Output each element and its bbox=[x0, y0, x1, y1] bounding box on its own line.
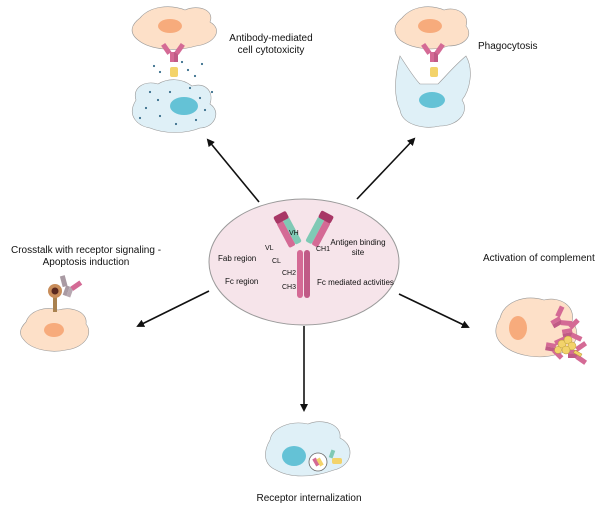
crosstalk-label-line2: Apoptosis induction bbox=[42, 257, 130, 268]
arrow-to-phagocytosis bbox=[356, 137, 416, 200]
domain-ch1-label: CH1 bbox=[316, 246, 331, 253]
phagocytosis-illustration bbox=[394, 6, 471, 128]
domain-ch3-label: CH3 bbox=[282, 284, 297, 291]
central-antibody bbox=[273, 210, 334, 298]
antigen-binding-line2: site bbox=[351, 248, 365, 257]
complement-label: Activation of complement bbox=[483, 253, 595, 264]
adcc-label: Antibody-mediated cell cytotoxicity bbox=[216, 33, 326, 57]
domain-vh-label: VH bbox=[289, 230, 299, 237]
fab-region-label: Fab region bbox=[218, 254, 257, 263]
antigen-binding-line1: Antigen binding bbox=[330, 238, 386, 247]
arrow-to-complement bbox=[398, 293, 470, 329]
adcc-illustration bbox=[131, 6, 217, 133]
crosstalk-label: Crosstalk with receptor signaling - Apop… bbox=[0, 245, 172, 269]
adcc-label-line1: Antibody-mediated bbox=[229, 33, 313, 44]
domain-cl-label: CL bbox=[272, 258, 281, 265]
internalization-illustration bbox=[265, 421, 351, 477]
domain-ch2-label: CH2 bbox=[282, 270, 297, 277]
crosstalk-label-line1: Crosstalk with receptor signaling - bbox=[10, 245, 162, 256]
internalization-label: Receptor internalization bbox=[256, 493, 362, 504]
fc-region-label: Fc region bbox=[225, 277, 259, 286]
antigen-binding-label: Antigen binding site bbox=[329, 238, 387, 258]
arrow-to-crosstalk bbox=[136, 290, 210, 327]
fc-mediated-label: Fc mediated activities bbox=[317, 278, 394, 287]
adcc-label-line2: cell cytotoxicity bbox=[237, 45, 305, 56]
arrow-to-adcc bbox=[206, 138, 260, 203]
phagocytosis-label: Phagocytosis bbox=[478, 41, 538, 52]
crosstalk-illustration bbox=[20, 275, 90, 352]
complement-illustration bbox=[495, 297, 588, 365]
domain-vl-label: VL bbox=[265, 245, 274, 252]
